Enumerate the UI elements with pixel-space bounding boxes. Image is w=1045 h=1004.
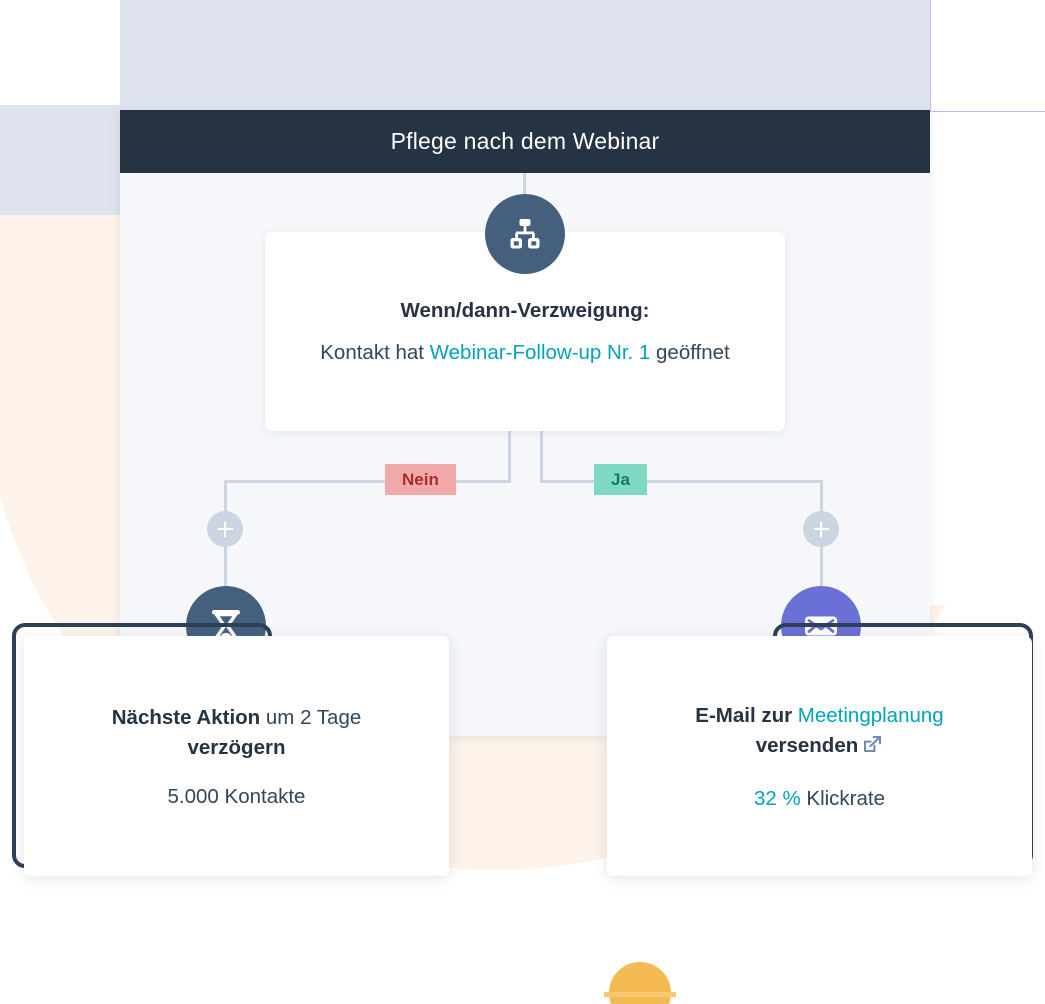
branch-condition-card[interactable]: Wenn/dann-Verzweigung: Kontakt hat Webin… — [265, 232, 785, 431]
outcome-card-email-wrap: E-Mail zur Meetingplanung versenden 32 %… — [595, 618, 1045, 878]
lavender-block-top — [120, 0, 930, 110]
gold-bar-decoration — [604, 992, 676, 997]
delay-card-stat: 5.000 Kontakte — [167, 785, 306, 809]
email-card-stat: 32 % Klickrate — [754, 787, 885, 811]
condition-suffix: geöffnet — [650, 340, 730, 364]
email-asset-link[interactable]: Meetingplanung — [797, 704, 944, 728]
hierarchy-branch-icon — [485, 194, 565, 274]
email-stat-label: Klickrate — [800, 786, 886, 810]
plus-icon-vertical — [819, 521, 823, 537]
white-block-decoration — [0, 0, 120, 105]
branch-label-no-text: Nein — [402, 469, 439, 489]
branch-card-title: Wenn/dann-Verzweigung: — [400, 298, 650, 322]
connector-branch-no-stem — [508, 431, 511, 481]
condition-asset-link[interactable]: Webinar-Follow-up Nr. 1 — [429, 340, 651, 364]
branch-label-yes: Ja — [594, 464, 647, 495]
delay-card-headline: Nächste Aktion um 2 Tage verzögern — [112, 703, 362, 762]
connector-no-drop — [224, 480, 227, 628]
connector-branch-yes-stem — [540, 431, 543, 481]
email-headline-bold2: versenden — [755, 734, 859, 757]
email-headline-bold: E-Mail zur — [695, 704, 798, 728]
external-link-icon[interactable] — [862, 734, 883, 764]
connector-no-horizontal — [224, 480, 511, 483]
add-step-button-yes-branch[interactable] — [803, 511, 839, 547]
delay-headline-bold2: verzögern — [187, 735, 286, 759]
outcome-card-delay-wrap: Nächste Aktion um 2 Tage verzögern 5.000… — [0, 618, 455, 878]
connector-yes-horizontal — [540, 480, 823, 483]
connector-yes-drop — [820, 480, 823, 628]
branch-label-yes-text: Ja — [611, 469, 630, 489]
email-stat-value: 32 % — [753, 786, 801, 810]
outcome-card-delay[interactable]: Nächste Aktion um 2 Tage verzögern 5.000… — [24, 636, 449, 876]
panel-header: Pflege nach dem Webinar — [120, 110, 930, 173]
delay-headline-rest: um 2 Tage — [260, 705, 362, 729]
email-card-headline: E-Mail zur Meetingplanung versenden — [695, 701, 943, 763]
branch-card-condition: Kontakt hat Webinar-Follow-up Nr. 1 geöf… — [320, 341, 730, 365]
plus-icon-vertical — [223, 521, 227, 537]
branch-label-no: Nein — [385, 464, 456, 495]
outline-rect-decoration — [930, 0, 1045, 112]
add-step-button-no-branch[interactable] — [207, 511, 243, 547]
gold-circle-decoration — [609, 962, 671, 1004]
condition-prefix: Kontakt hat — [320, 340, 430, 364]
lavender-block-left — [0, 105, 120, 215]
outcome-card-email[interactable]: E-Mail zur Meetingplanung versenden 32 %… — [607, 636, 1032, 876]
page-title: Pflege nach dem Webinar — [390, 128, 660, 154]
delay-headline-bold: Nächste Aktion — [111, 705, 261, 729]
